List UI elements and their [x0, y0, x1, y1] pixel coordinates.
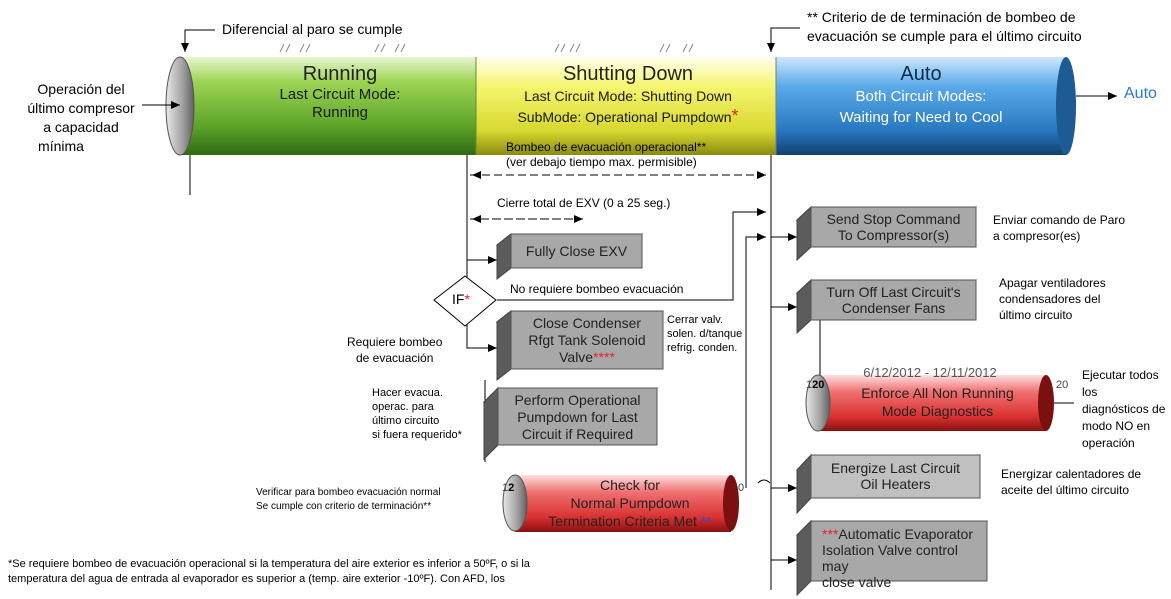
shutting-down-label: Shutting Down Last Circuit Mode: Shuttin… [517, 63, 739, 126]
auto-out-label: Auto [1124, 85, 1157, 102]
send-stop-box [795, 205, 978, 262]
turn-off-fans-note: Apagar ventiladores condensadores del úl… [999, 276, 1106, 322]
exv-range-label: Cierre total de EXV (0 a 25 seg.) [497, 196, 671, 210]
auto-label: Auto Both Circuit Modes: Waiting for Nee… [839, 63, 1003, 126]
auto-evap-text: ***Automatic Evaporator Isolation Valve … [822, 526, 973, 590]
energize-heaters-text: Energize Last Circuit Oil Heaters [830, 460, 961, 492]
fully-close-exv-text: Fully Close EXV [525, 243, 628, 259]
auto-evap-box [795, 519, 989, 597]
if-decision-diamond [433, 275, 497, 327]
turn-off-fans-box [795, 278, 978, 335]
paro-note: Diferencial al paro se cumple [222, 21, 403, 37]
close-condenser-box [495, 309, 665, 382]
perform-pumpdown-box [482, 386, 659, 461]
enforce-note: Ejecutar todos los diagnósticos de modo … [1082, 368, 1166, 450]
main-timeline-tube [165, 56, 1076, 156]
tube-end-cap [1056, 57, 1076, 155]
close-condenser-note: Cerrar valv. solen. d/tanque refrig. con… [667, 314, 743, 354]
paro-marker [181, 29, 215, 52]
enforce-right-number: 20 [1056, 379, 1069, 391]
running-segment [180, 57, 476, 155]
heaters-note: Energizar calentadores de aceite del últ… [1001, 467, 1142, 497]
last-compressor-note: Operación del último compresor a capacid… [27, 81, 135, 154]
check-note: Verificar para bombeo evacuación normal … [256, 487, 441, 512]
perform-pumpdown-note: Hacer evacua. operac. para último circui… [372, 387, 462, 441]
turn-off-fans-text: Turn Off Last Circuit's Condenser Fans [826, 284, 961, 316]
tube-start-cap [165, 56, 195, 156]
enforce-date-overlay: 6/12/2012 - 12/11/2012 [863, 365, 997, 380]
enforce-diagnostics-text: Enforce All Non Running Mode Diagnostics [861, 385, 1014, 419]
if-label: IF* [452, 291, 470, 307]
check-right-number: 0 [738, 482, 745, 494]
energize-heaters-box [795, 453, 982, 515]
termination-note: ** Criterio de de terminación de bombeo … [807, 9, 1082, 44]
send-stop-note: Enviar comando de Paro a compresor(es) [993, 213, 1126, 243]
running-label: Running Last Circuit Mode: Running [279, 63, 401, 121]
pumpdown-range-label: Bombeo de evacuación operacional** (ver … [506, 140, 707, 169]
perform-pumpdown-text: Perform Operational Pumpdown for Last Ci… [514, 392, 641, 442]
check-pumpdown-text: Check for Normal Pumpdown Termination Cr… [548, 477, 712, 529]
shutting-down-segment [476, 57, 776, 155]
send-stop-text: Send Stop Command To Compressor(s) [826, 211, 961, 243]
tube-tick-marks [279, 43, 694, 53]
termination-marker [767, 27, 800, 52]
enforce-left-number: 120 [806, 379, 825, 391]
auto-segment [776, 57, 1066, 155]
check-pumpdown-cylinder [502, 474, 739, 532]
enforce-diagnostics-cylinder [805, 374, 1054, 432]
fully-close-exv-box [495, 232, 644, 281]
requires-pumpdown-label: Requiere bombeo de evacuación [347, 335, 443, 365]
footnote: *Se requiere bombeo de evacuación operac… [8, 558, 530, 585]
check-left-number: 12 [502, 482, 515, 494]
no-pumpdown-label: No requiere bombeo evacuación [510, 282, 684, 296]
close-condenser-text: Close Condenser Rfgt Tank Solenoid Valve… [528, 315, 646, 365]
